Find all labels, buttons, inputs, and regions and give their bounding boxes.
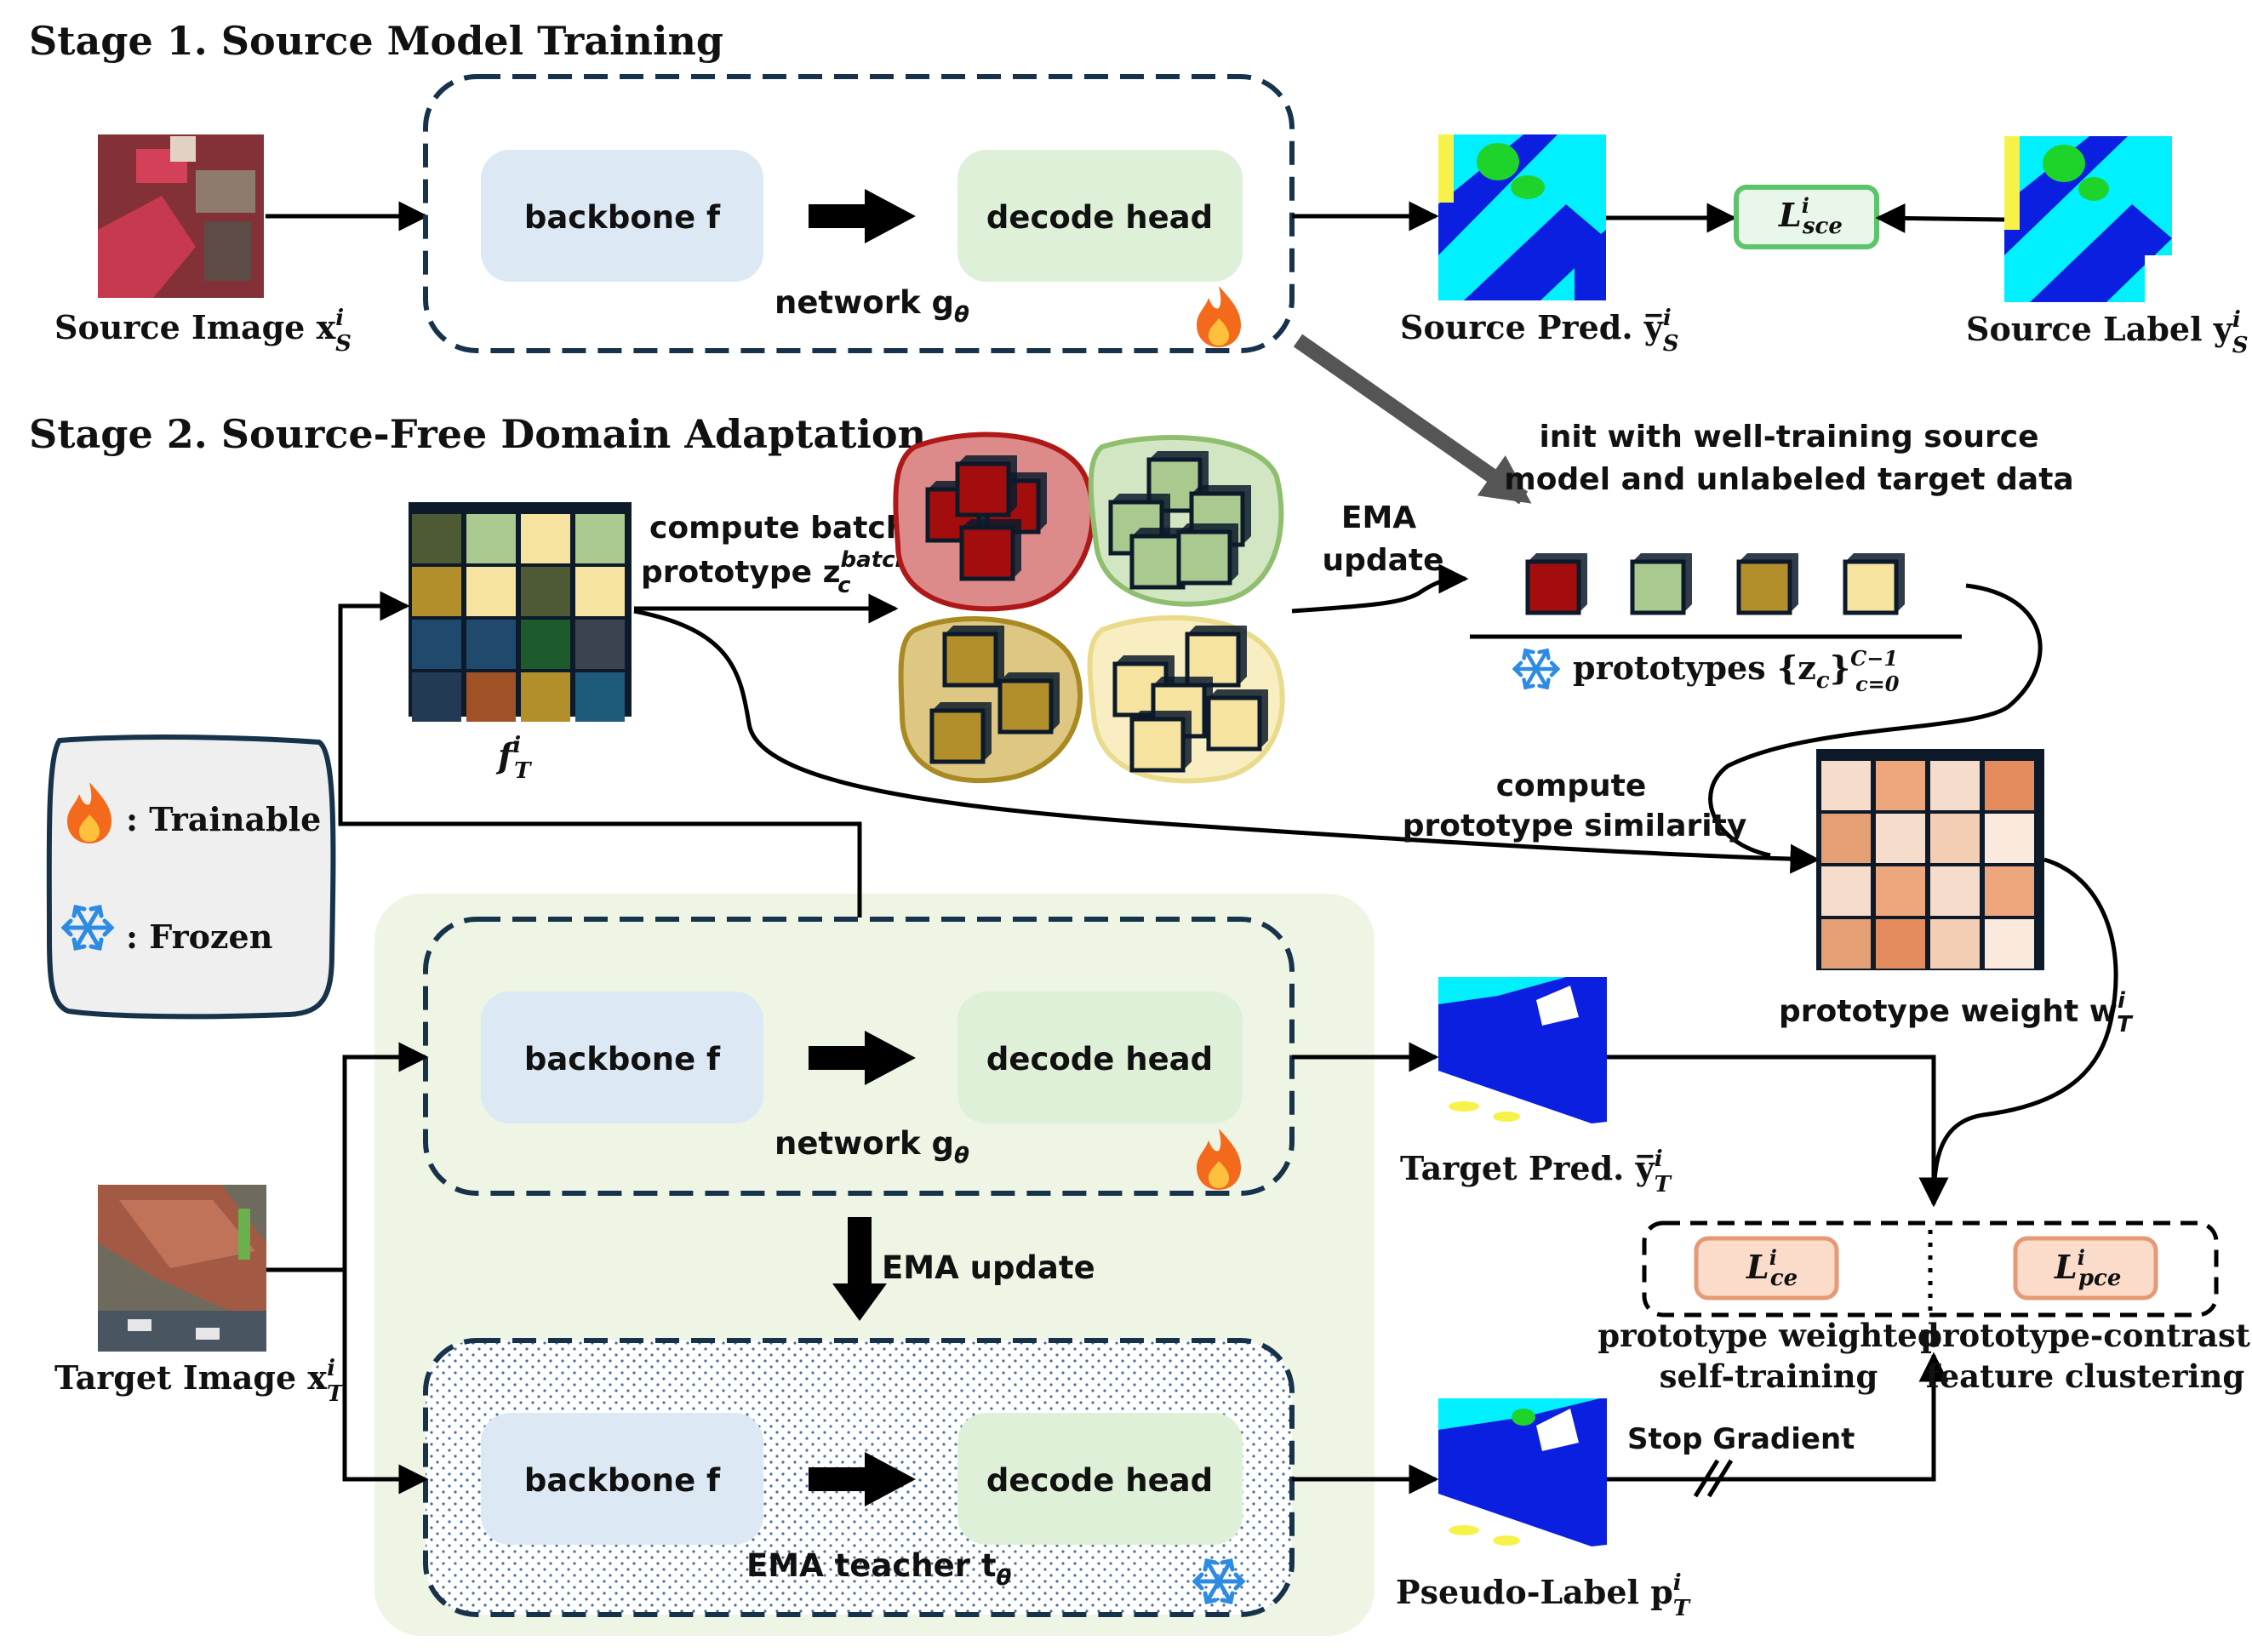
target-pred-map [1438,977,1607,1123]
decode-head-label-student: decode head [986,1041,1213,1078]
arrow-student-to-feature [338,591,862,917]
fire-icon [1197,286,1241,347]
arrow-target-to-teacher [342,1270,429,1495]
legend-box [46,735,336,1020]
cluster-red [893,432,1095,612]
legend-trainable: : Trainable [126,800,321,838]
arrow-body-stage1 [809,204,866,228]
init-note-line1: init with well-training source [1539,420,2038,454]
backbone-block-teacher [481,1413,763,1545]
backbone-label-student: backbone f [524,1041,721,1078]
backbone-label-teacher: backbone f [524,1462,721,1499]
decode-head-block-stage1 [957,150,1243,282]
decode-head-label-stage1: decode head [986,199,1213,236]
arrow-feature-to-weight [633,609,1820,874]
target-image [98,1185,266,1352]
ema-update-line2: update [1322,543,1443,578]
ce-caption-line2: self-training [1660,1358,1878,1395]
ema-update-label: EMA update [882,1249,1095,1286]
prototype-green [1632,553,1692,613]
batch-proto-line1: compute batch [649,511,907,546]
pce-caption-line1: prototype-contrast [1920,1317,2250,1354]
snowflake-icon [1515,650,1558,687]
cluster-yellow [1087,614,1285,784]
decode-head-label-teacher: decode head [986,1462,1213,1499]
arrow-weight-to-loss [1918,857,2118,1208]
cluster-olive [898,616,1083,784]
init-note-line2: model and unlabeled target data [1504,462,2073,497]
stop-gradient-mark-2 [1706,1459,1734,1498]
arrow-head-stage1 [865,189,916,243]
source-label-map [2004,136,2172,302]
decode-head-block-student [957,992,1243,1123]
arrow-head-student [865,1031,916,1085]
arrow-head-teacher [865,1452,916,1506]
stop-gradient-label: Stop Gradient [1627,1422,1855,1456]
backbone-block-student [481,992,763,1123]
ce-caption-line1: prototype weighted [1598,1317,1939,1354]
stop-gradient-mark-1 [1693,1459,1720,1498]
prototype-olive [1739,553,1798,613]
loss-group-box [1642,1220,2219,1318]
prototype-red [1528,553,1587,613]
similarity-line2: prototype similarity [1403,809,1747,843]
prototype-weight-grid [1816,749,2044,970]
prototype-yellow [1845,553,1905,613]
arrow-body-teacher [809,1467,866,1491]
pce-caption-line2: feature clustering [1926,1358,2245,1395]
arrow-target-to-student [266,1042,429,1272]
similarity-line1: compute [1496,769,1647,803]
arrow-body-student [809,1046,866,1070]
network-label-student: network gθ [774,1125,969,1169]
decode-head-block-teacher [957,1413,1243,1545]
loss-pce-box [2013,1236,2158,1300]
arrow-ema-prototypes [1291,563,1469,614]
loss-ce-box [1694,1236,1839,1300]
arrow-pred-to-loss-box [1607,1055,1936,1204]
arrow-prototypes-to-weight [1708,583,2043,858]
ema-update-line1: EMA [1341,500,1416,535]
stage1-heading: Stage 1. Source Model Training [29,18,723,64]
feature-map [409,502,632,722]
backbone-block-stage1 [481,150,763,282]
stage2-heading: Stage 2. Source-Free Domain Adaptation [29,411,926,457]
ema-arrow-body [848,1217,872,1285]
teacher-label: EMA teacher tθ [746,1547,1012,1591]
init-arrow [1293,334,1532,505]
pseudo-label-map [1438,1398,1607,1546]
arrow-label-to-loss [1875,203,2005,233]
ema-arrow-head [832,1283,887,1321]
backbone-label-stage1: backbone f [524,199,721,236]
cluster-green [1088,435,1284,607]
legend-frozen: : Frozen [126,917,272,956]
network-label-stage1: network gθ [774,284,969,328]
source-image [98,134,264,298]
source-pred-map [1438,134,1606,300]
arrow-pseudo-to-loss [1607,1352,1949,1482]
network-box-stage1 [423,74,1295,353]
